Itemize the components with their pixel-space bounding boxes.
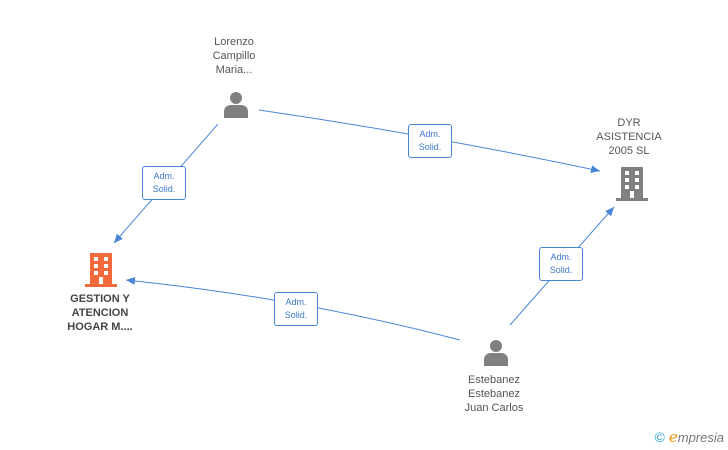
node-label-line: DYR <box>617 117 641 129</box>
node-label-line: ASISTENCIA <box>596 131 662 143</box>
node-label-gestion[interactable]: GESTION Y ATENCION HOGAR M.... <box>45 292 155 334</box>
copyright-icon: © <box>654 429 665 445</box>
node-label-dyr[interactable]: DYR ASISTENCIA 2005 SL <box>584 116 674 158</box>
edge-badge-lorenzo-dyr[interactable]: Adm. Solid. <box>408 124 452 158</box>
person-icon[interactable] <box>222 90 250 118</box>
node-label-line: Juan Carlos <box>464 402 524 414</box>
node-label-line: 2005 SL <box>608 145 650 157</box>
edge-badge-line: Adm. <box>550 252 572 262</box>
edge-badge-line: Adm. <box>153 171 175 181</box>
node-label-line: HOGAR M.... <box>67 321 133 333</box>
node-label-lorenzo[interactable]: Lorenzo Campillo Maria... <box>184 35 284 77</box>
building-icon[interactable] <box>84 252 118 288</box>
empresia-logo-text: mpresia <box>677 429 724 445</box>
edge-badge-line: Solid. <box>549 265 573 275</box>
node-label-line: Campillo <box>212 50 256 62</box>
edge-badge-estebanez-gestion[interactable]: Adm. Solid. <box>274 292 318 326</box>
edge-badge-line: Solid. <box>152 184 176 194</box>
node-label-line: Estebanez <box>468 374 520 386</box>
edge-badge-line: Solid. <box>284 310 308 320</box>
node-label-line: Maria... <box>215 64 253 76</box>
empresia-watermark: © e mpresia <box>655 428 724 446</box>
node-label-line: Estebanez <box>468 388 520 400</box>
edge-badge-lorenzo-gestion[interactable]: Adm. Solid. <box>142 166 186 200</box>
edge-badge-line: Adm. <box>419 129 441 139</box>
building-icon[interactable] <box>615 166 649 202</box>
node-label-line: ATENCION <box>71 307 129 319</box>
empresia-logo-initial: e <box>668 428 678 446</box>
node-label-estebanez[interactable]: Estebanez Estebanez Juan Carlos <box>444 373 544 415</box>
node-label-line: GESTION Y <box>70 293 130 305</box>
node-label-line: Lorenzo <box>214 36 254 48</box>
person-icon[interactable] <box>482 338 510 366</box>
edge-badge-line: Solid. <box>418 142 442 152</box>
edge-badge-estebanez-dyr[interactable]: Adm. Solid. <box>539 247 583 281</box>
edge-badge-line: Adm. <box>285 297 307 307</box>
